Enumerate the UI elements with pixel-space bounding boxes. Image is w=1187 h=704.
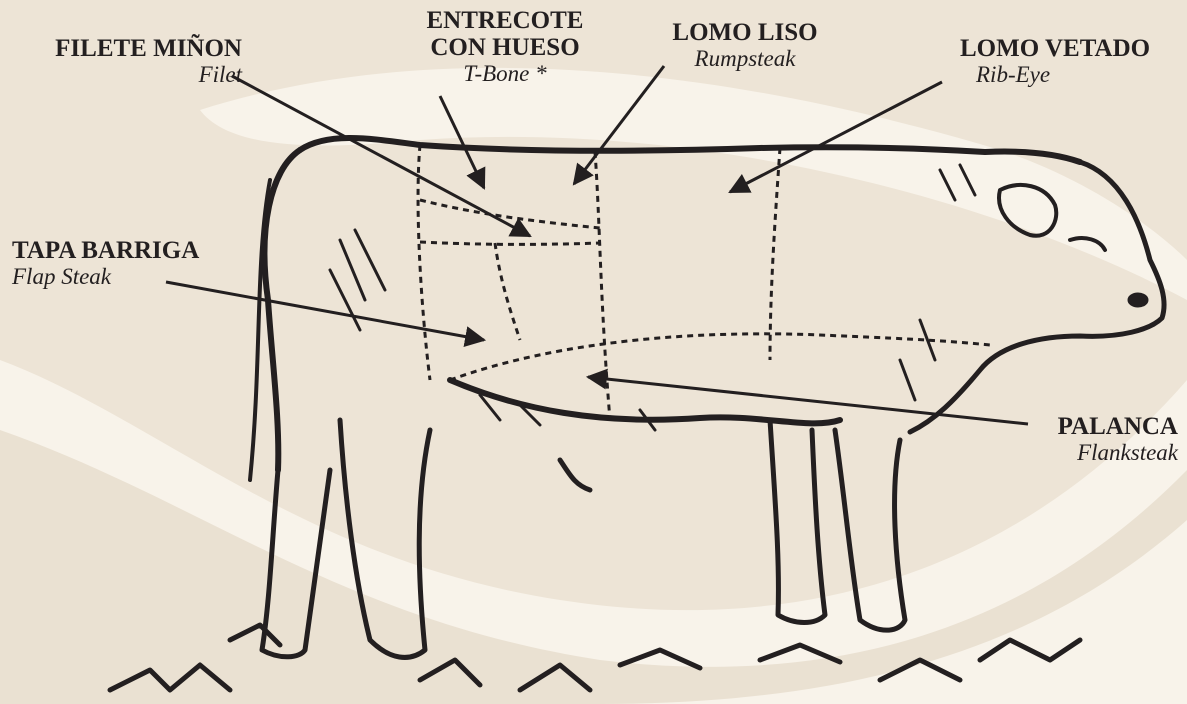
label-entrecote: ENTRECOTE CON HUESO T-Bone *	[405, 8, 605, 85]
label-tapa-barriga: TAPA BARRIGA Flap Steak	[12, 238, 252, 288]
arrow-entrecote	[440, 96, 484, 188]
label-filete: FILETE MIÑON Filet	[30, 36, 242, 86]
label-palanca-spanish: PALANCA	[1000, 414, 1178, 439]
arrow-tapa-barriga	[166, 282, 484, 340]
label-entrecote-spanish-2: CON HUESO	[405, 35, 605, 60]
arrow-lomo-vetado	[730, 82, 942, 192]
label-lomo-liso: LOMO LISO Rumpsteak	[640, 20, 850, 70]
label-lomo-liso-spanish: LOMO LISO	[640, 20, 850, 45]
arrow-filete	[232, 76, 530, 236]
label-palanca-english: Flanksteak	[1000, 441, 1178, 464]
label-tapa-barriga-english: Flap Steak	[12, 265, 252, 288]
label-entrecote-english: T-Bone *	[405, 62, 605, 85]
label-lomo-vetado: LOMO VETADO Rib-Eye	[960, 36, 1180, 86]
label-lomo-liso-english: Rumpsteak	[640, 47, 850, 70]
label-lomo-vetado-spanish: LOMO VETADO	[960, 36, 1180, 61]
label-filete-english: Filet	[30, 63, 242, 86]
label-palanca: PALANCA Flanksteak	[1000, 414, 1178, 464]
cut-lines	[418, 145, 990, 420]
label-lomo-vetado-english: Rib-Eye	[976, 63, 1180, 86]
label-tapa-barriga-spanish: TAPA BARRIGA	[12, 238, 252, 263]
label-entrecote-spanish-1: ENTRECOTE	[405, 8, 605, 33]
pointer-arrows	[166, 66, 1028, 424]
label-filete-spanish: FILETE MIÑON	[30, 36, 242, 61]
